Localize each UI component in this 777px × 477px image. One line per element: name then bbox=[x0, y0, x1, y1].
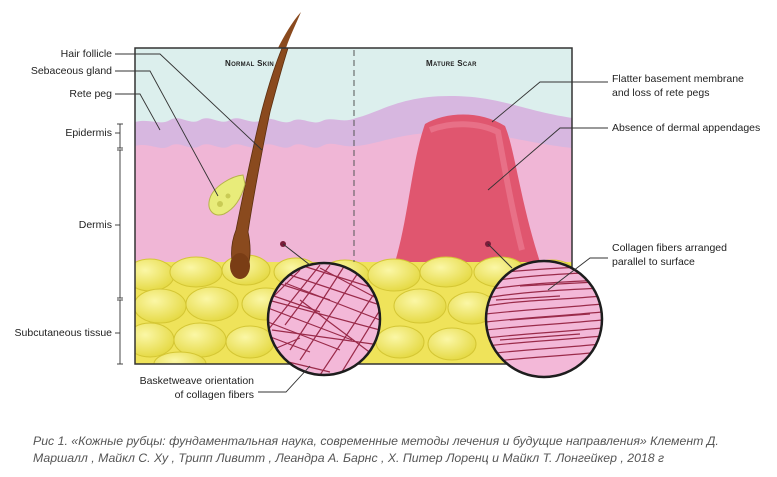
collagen-basketweave-magnifier bbox=[266, 261, 382, 377]
label-basketweave-2: of collagen fibers bbox=[175, 389, 254, 401]
bottom-leader-line bbox=[258, 365, 311, 393]
label-dermis: Dermis bbox=[79, 219, 112, 231]
header-mature-scar: Mature Scar bbox=[426, 59, 477, 68]
hair-shaft bbox=[278, 12, 301, 48]
label-sebaceous-gland: Sebaceous gland bbox=[31, 65, 112, 77]
hair-follicle bbox=[231, 48, 289, 277]
collagen-parallel-magnifier bbox=[484, 259, 604, 379]
label-rete-peg: Rete peg bbox=[69, 88, 112, 100]
label-epidermis: Epidermis bbox=[65, 127, 112, 139]
label-flatter-membrane-1: Flatter basement membrane bbox=[612, 73, 744, 85]
label-collagen-parallel-2: parallel to surface bbox=[612, 256, 695, 268]
left-leader-lines bbox=[115, 53, 263, 365]
figure-caption: Рис 1. «Кожные рубцы: фундаментальная на… bbox=[33, 434, 719, 465]
right-leader-lines bbox=[487, 81, 608, 291]
label-hair-follicle: Hair follicle bbox=[61, 48, 113, 60]
skin-scar-diagram: Normal Skin Mature Scar bbox=[15, 12, 760, 401]
label-absence-appendages: Absence of dermal appendages bbox=[612, 122, 760, 134]
label-subcutaneous: Subcutaneous tissue bbox=[15, 327, 113, 339]
header-normal-skin: Normal Skin bbox=[225, 59, 274, 68]
label-flatter-membrane-2: and loss of rete pegs bbox=[612, 87, 709, 99]
label-basketweave-1: Basketweave orientation bbox=[140, 375, 255, 387]
label-collagen-parallel-1: Collagen fibers arranged bbox=[612, 242, 727, 254]
